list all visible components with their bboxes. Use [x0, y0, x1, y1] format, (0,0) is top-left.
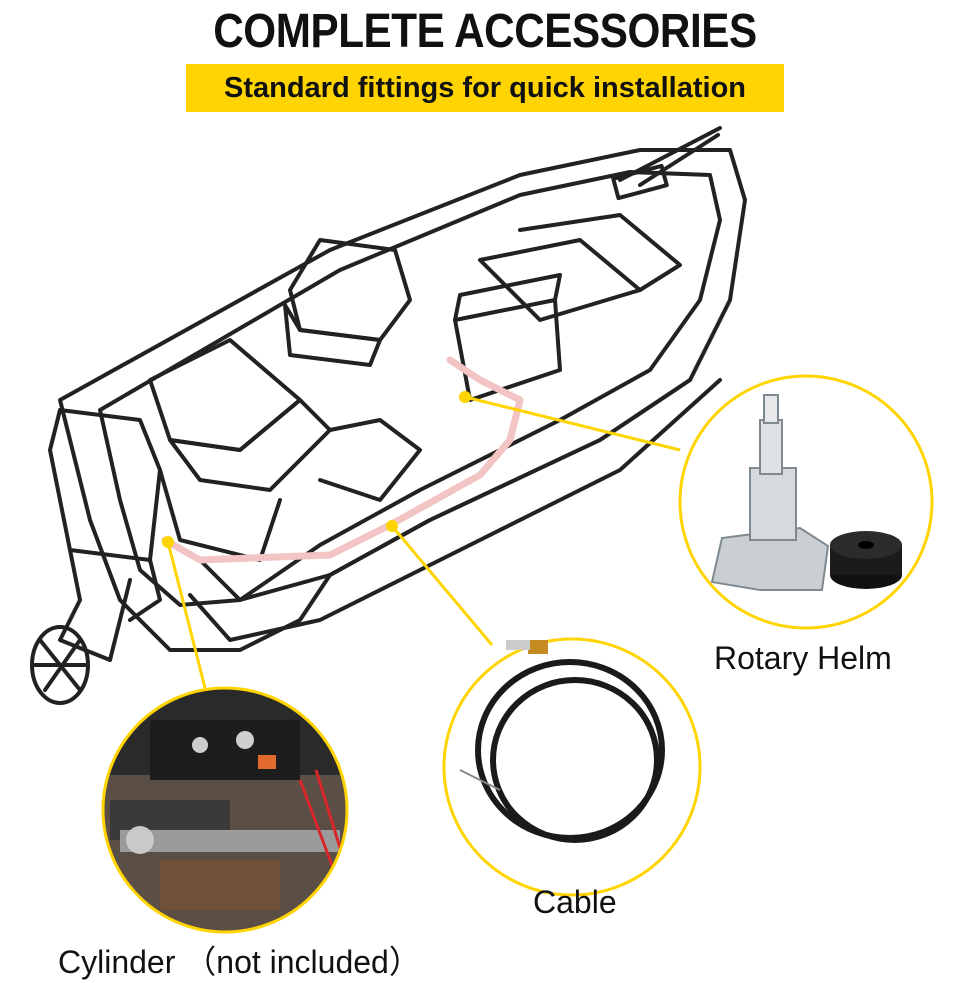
cylinder-callout: [103, 688, 347, 932]
cable-callout: [442, 637, 702, 897]
rotary-helm-callout: [678, 374, 934, 630]
subtitle-text: Standard fittings for quick installation: [223, 71, 747, 104]
cylinder-label: Cylinder （not included）: [58, 944, 421, 980]
subtitle-banner: Standard fittings for quick installation: [186, 64, 784, 112]
cable-route: [161, 356, 524, 564]
rotary-helm-label: Rotary Helm: [714, 640, 892, 676]
boat-outline: [30, 126, 747, 705]
page-title: COMPLETE ACCESSORIES: [213, 5, 757, 58]
cable-label: Cable: [533, 884, 617, 920]
